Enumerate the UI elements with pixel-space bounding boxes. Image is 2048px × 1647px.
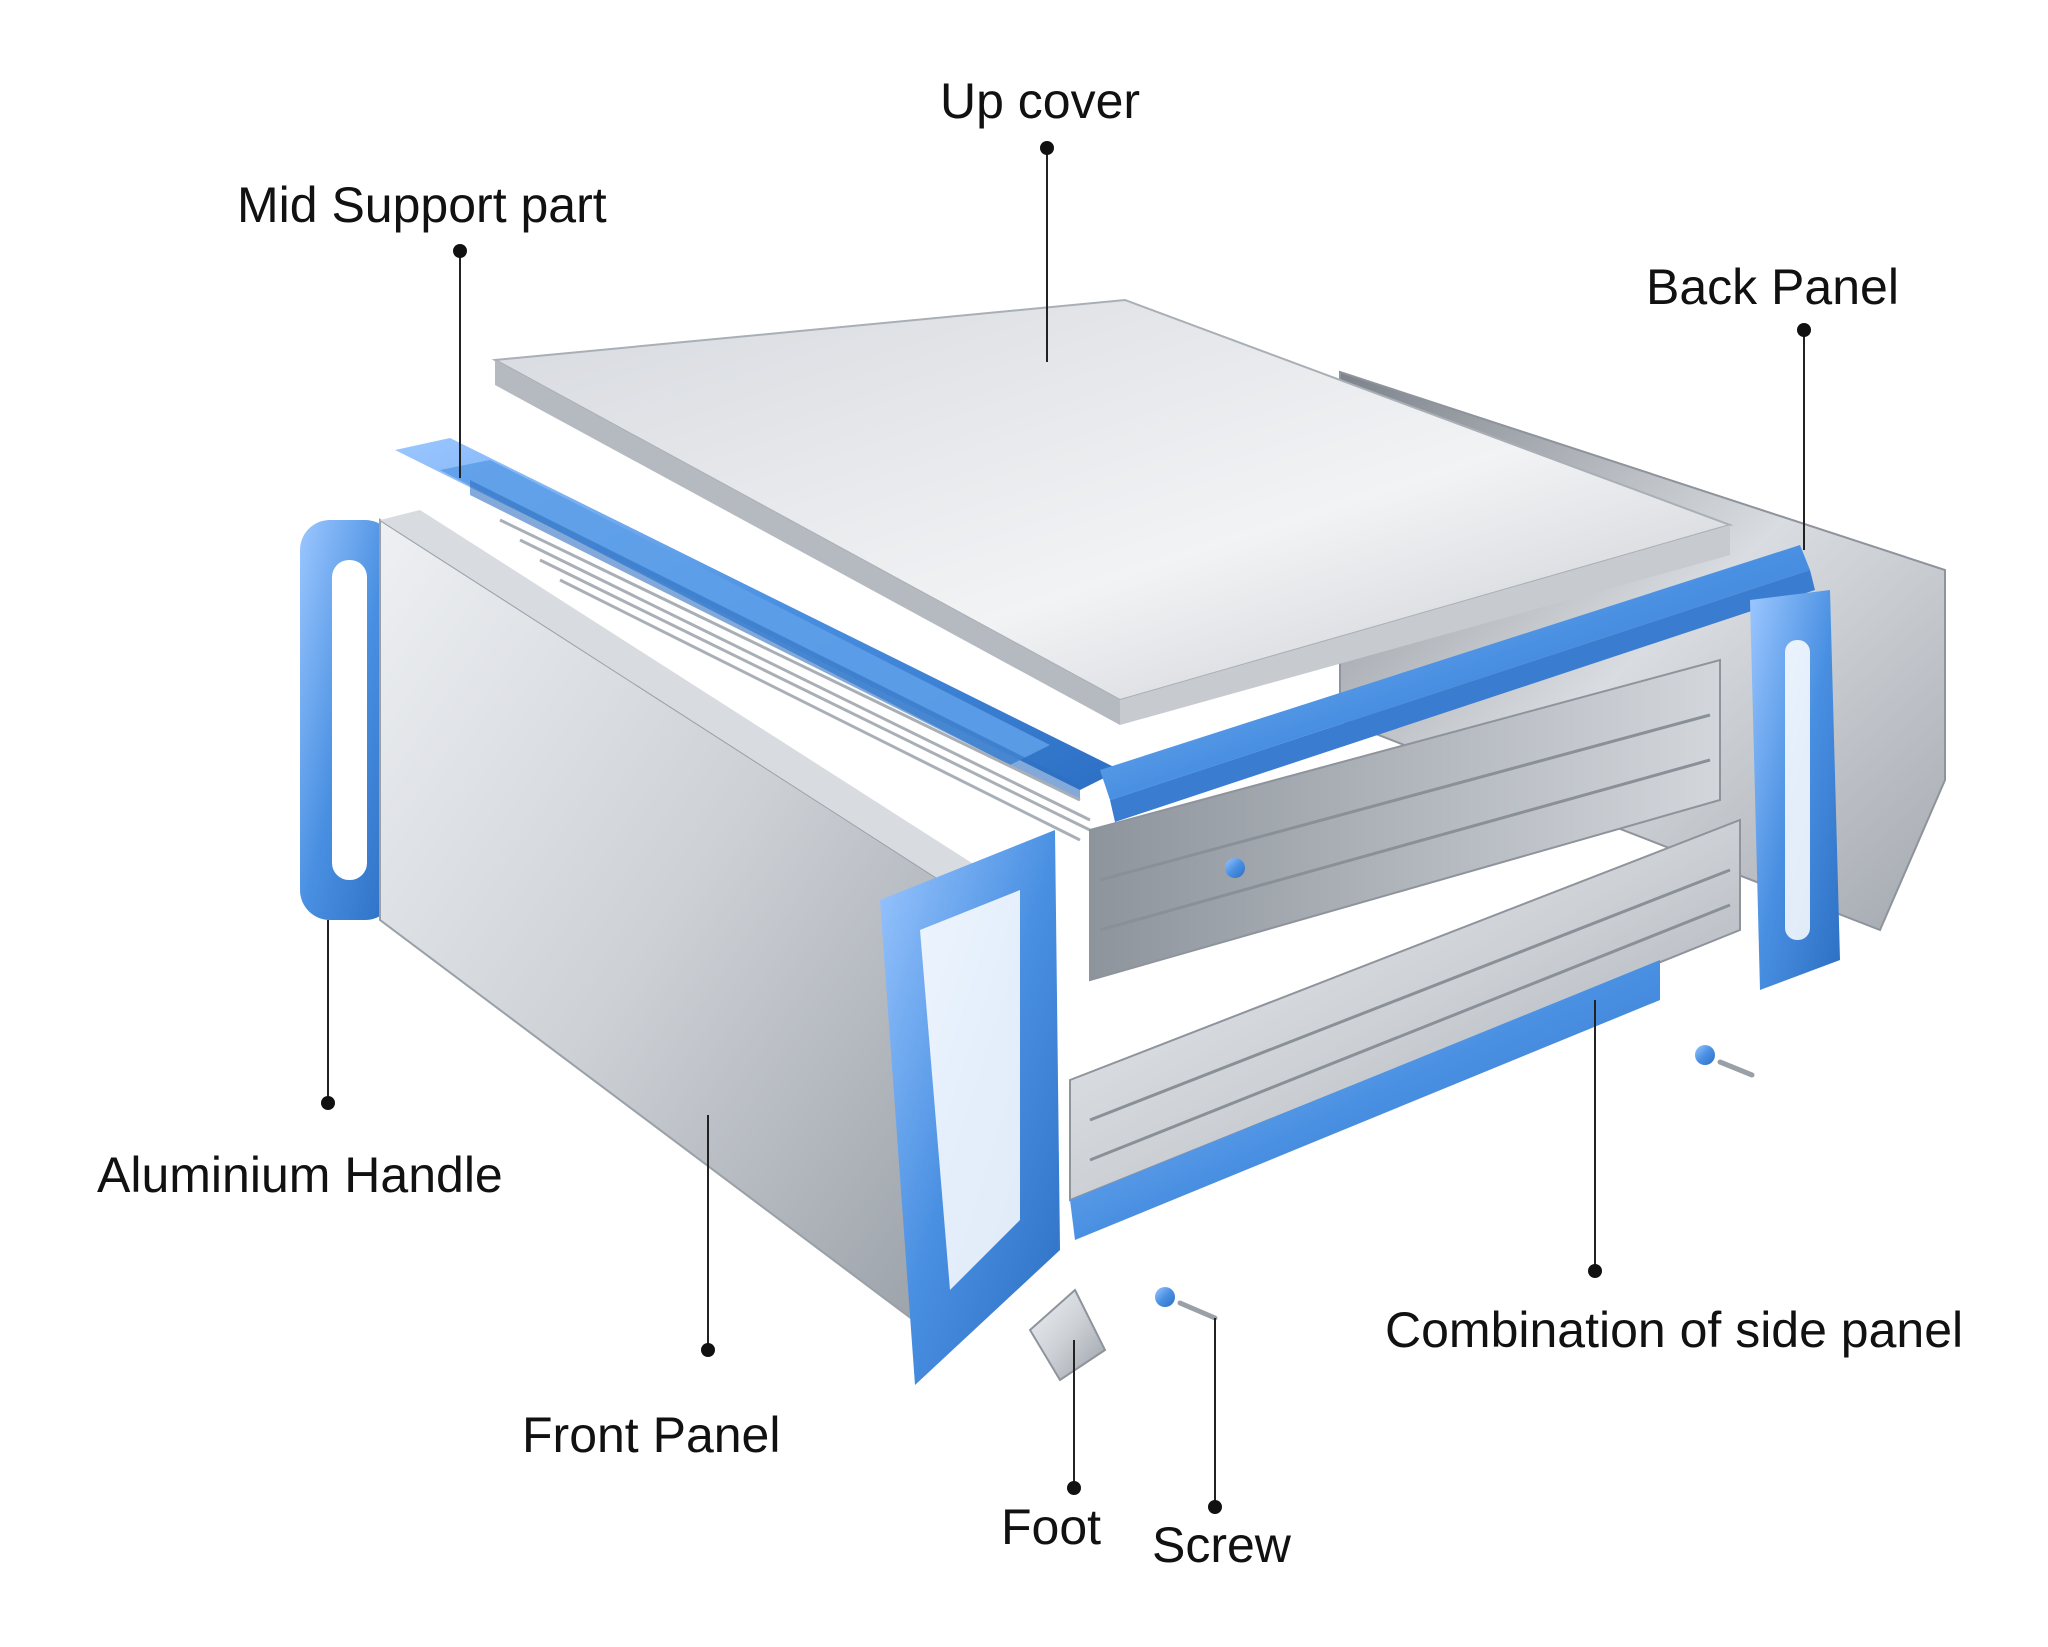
label-up-cover: Up cover [940, 73, 1141, 129]
up-cover-part [491, 298, 1734, 725]
label-back-panel: Back Panel [1646, 259, 1899, 315]
inner-frame [499, 518, 1101, 842]
leader-lines [321, 141, 1811, 1514]
label-mid-support-part: Mid Support part [237, 177, 607, 233]
aluminium-handle-front [880, 830, 1060, 1385]
aluminium-handle-left [300, 520, 395, 920]
foot-part [1028, 1288, 1107, 1382]
mid-support-part [395, 438, 1815, 822]
aluminium-handle-right [1750, 590, 1840, 990]
label-aluminium-handle: Aluminium Handle [97, 1147, 503, 1203]
label-front-panel: Front Panel [522, 1407, 781, 1463]
label-screw: Screw [1152, 1517, 1291, 1573]
side-panel-combination [1069, 658, 1741, 1240]
screw-part [1155, 858, 1755, 1321]
label-foot: Foot [1001, 1499, 1102, 1555]
label-combination-of-side-panel: Combination of side panel [1385, 1302, 1964, 1358]
